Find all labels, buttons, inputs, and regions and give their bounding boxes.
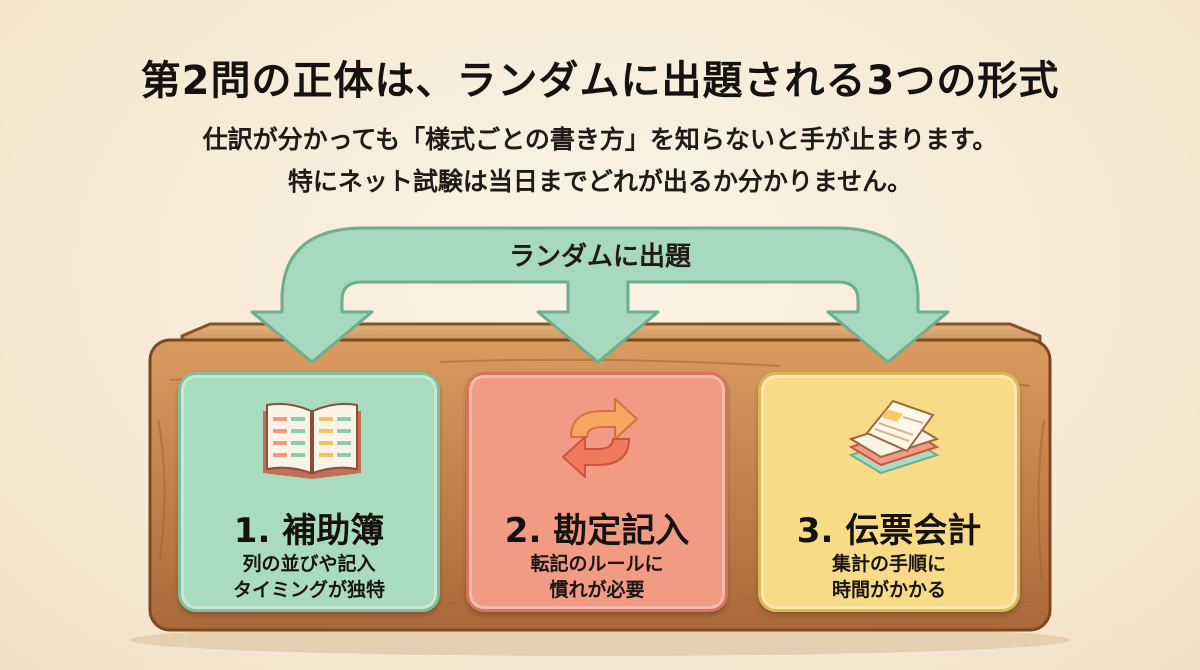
- card-subsidiary-ledger: 1. 補助簿 列の並びや記入 タイミングが独特: [178, 372, 440, 612]
- page-title: 第2問の正体は、ランダムに出題される3つの形式: [140, 58, 1060, 104]
- card-description: 転記のルールに 慣れが必要: [469, 551, 725, 603]
- random-arrows: [250, 226, 950, 364]
- card-description-line: 列の並びや記入: [242, 553, 376, 575]
- card-description-line: 集計の手順に: [831, 553, 946, 575]
- card-description-line: 慣れが必要: [549, 579, 645, 601]
- card-title: 2. 勘定記入: [504, 511, 690, 551]
- card-description-line: 時間がかかる: [831, 579, 946, 601]
- card-account-posting: 2. 勘定記入 転記のルールに 慣れが必要: [466, 372, 728, 612]
- card-voucher-accounting: 3. 伝票会計 集計の手順に 時間がかかる: [758, 372, 1020, 612]
- card-description-line: 転記のルールに: [530, 553, 664, 575]
- subtitle-line-1: 仕訳が分かっても「様式ごとの書き方」を知らないと手が止まります。: [202, 125, 998, 154]
- card-description: 集計の手順に 時間がかかる: [761, 551, 1017, 603]
- card-description-line: タイミングが独特: [232, 579, 385, 601]
- random-arrow-label: ランダムに出題: [508, 242, 691, 272]
- stacked-slips-icon: [848, 399, 940, 475]
- cycle-arrows-icon: [562, 398, 638, 478]
- crate-shadow: [130, 624, 1070, 656]
- subtitle-line-2: 特にネット試験は当日までどれが出るか分かりません。: [287, 167, 913, 196]
- card-title: 3. 伝票会計: [796, 511, 982, 551]
- card-description: 列の並びや記入 タイミングが独特: [181, 551, 437, 603]
- open-ledger-book-icon: [263, 402, 361, 479]
- card-title: 1. 補助簿: [233, 511, 385, 551]
